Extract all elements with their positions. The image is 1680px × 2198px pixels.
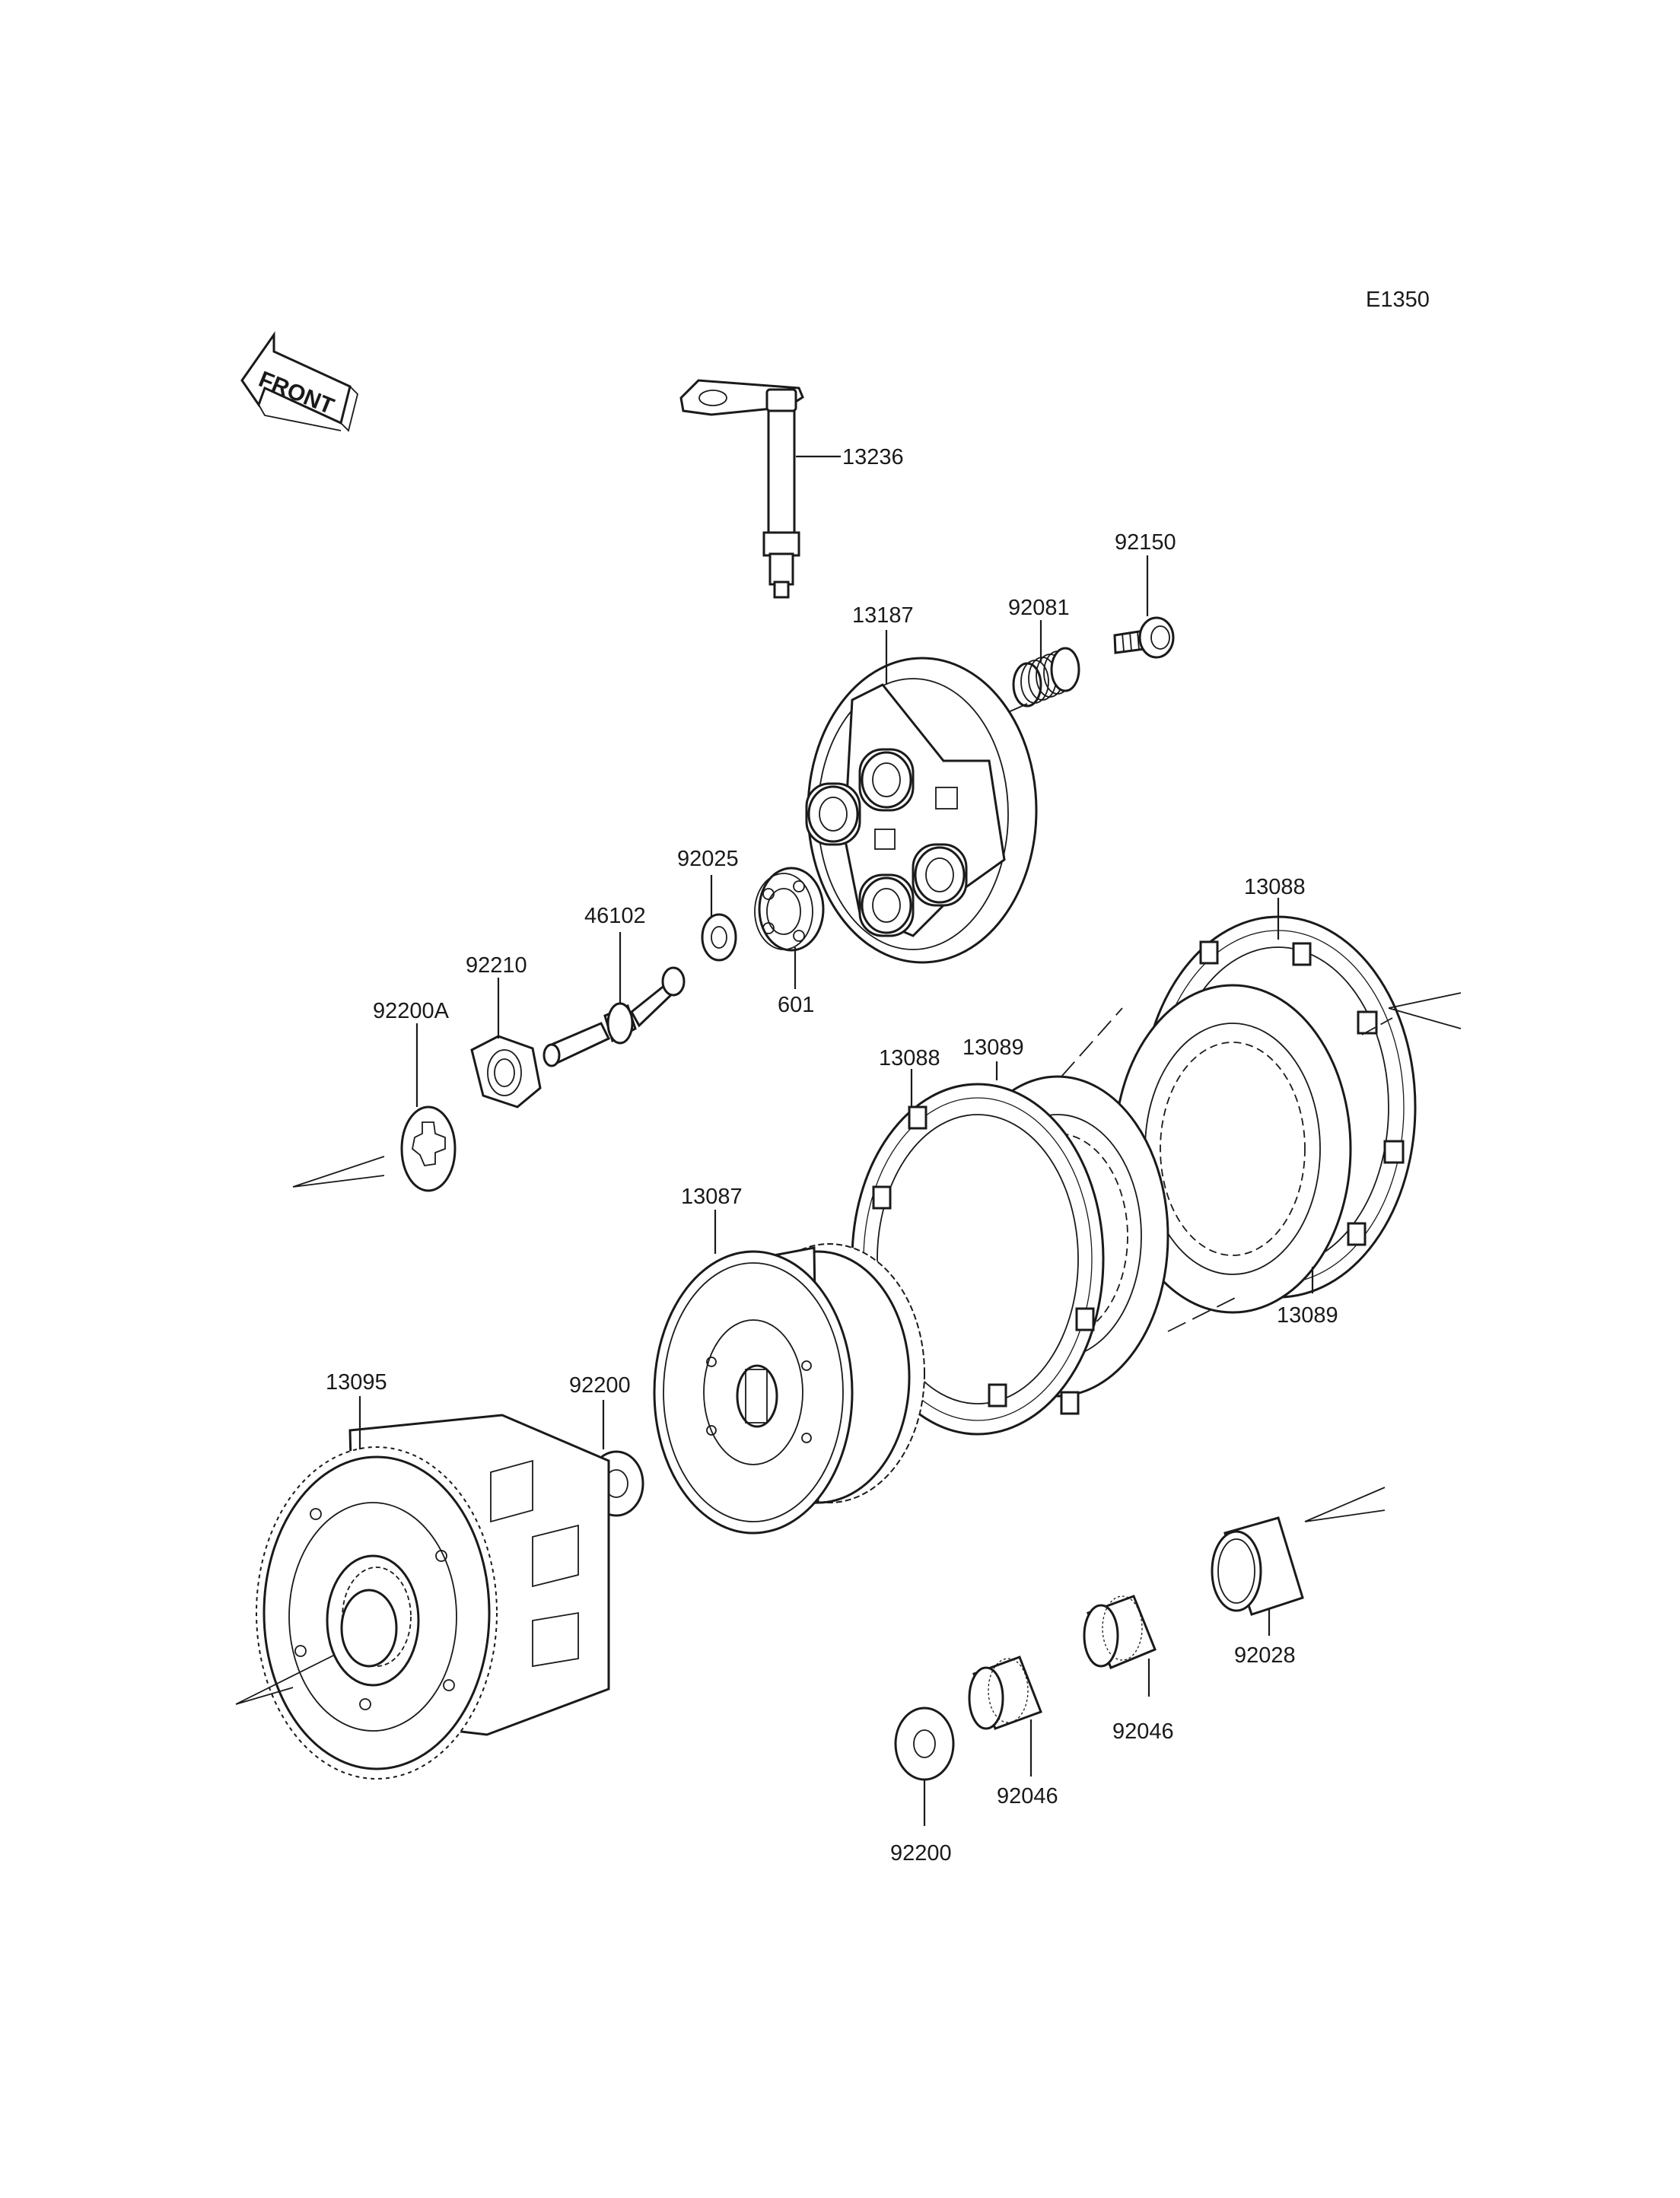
label-92025: 92025 — [677, 847, 739, 871]
label-92046-lower: 92046 — [997, 1784, 1058, 1808]
part-92046-needle-bearing-upper[interactable] — [1083, 1595, 1157, 1669]
part-13236-release-lever[interactable] — [679, 379, 804, 599]
part-92200-thrust-washer-bottom[interactable] — [894, 1707, 955, 1781]
part-92200A-lock-washer[interactable] — [400, 1105, 457, 1192]
part-13087-clutch-hub[interactable] — [653, 1243, 925, 1535]
part-13095-clutch-housing[interactable] — [256, 1414, 610, 1780]
label-46102: 46102 — [584, 904, 646, 928]
label-92028: 92028 — [1234, 1643, 1296, 1668]
part-601-ball-bearing[interactable] — [754, 867, 825, 952]
part-13089-steel-plate-right[interactable] — [1113, 984, 1352, 1314]
part-92025-washer[interactable] — [701, 913, 737, 962]
label-13187: 13187 — [852, 603, 914, 628]
label-92200-bottom: 92200 — [890, 1841, 952, 1866]
label-92200A: 92200A — [373, 999, 450, 1023]
label-92150: 92150 — [1115, 530, 1176, 555]
diagram-code: E1350 — [1366, 288, 1430, 312]
label-13089-left: 13089 — [963, 1035, 1024, 1060]
label-13088-right: 13088 — [1244, 875, 1306, 899]
label-13087: 13087 — [681, 1185, 743, 1209]
part-92210-nut[interactable] — [470, 1035, 542, 1109]
label-92081: 92081 — [1008, 596, 1070, 620]
label-92200-center: 92200 — [569, 1373, 631, 1398]
front-arrow-icon: FRONT — [240, 331, 358, 432]
part-92028-sleeve[interactable] — [1211, 1516, 1304, 1616]
part-46102-pushrod[interactable] — [542, 966, 686, 1067]
label-92210: 92210 — [466, 953, 527, 978]
label-13095: 13095 — [326, 1370, 387, 1395]
part-92081-spring[interactable] — [1012, 647, 1080, 708]
part-92150-bolt[interactable] — [1113, 616, 1175, 659]
label-13236: 13236 — [842, 445, 904, 469]
label-92046-upper: 92046 — [1112, 1719, 1174, 1744]
part-92046-needle-bearing-lower[interactable] — [968, 1656, 1042, 1730]
part-13187-pressure-plate[interactable] — [805, 657, 1038, 964]
label-13089-right: 13089 — [1277, 1303, 1338, 1328]
label-601: 601 — [778, 993, 814, 1017]
label-13088-left: 13088 — [879, 1046, 940, 1070]
